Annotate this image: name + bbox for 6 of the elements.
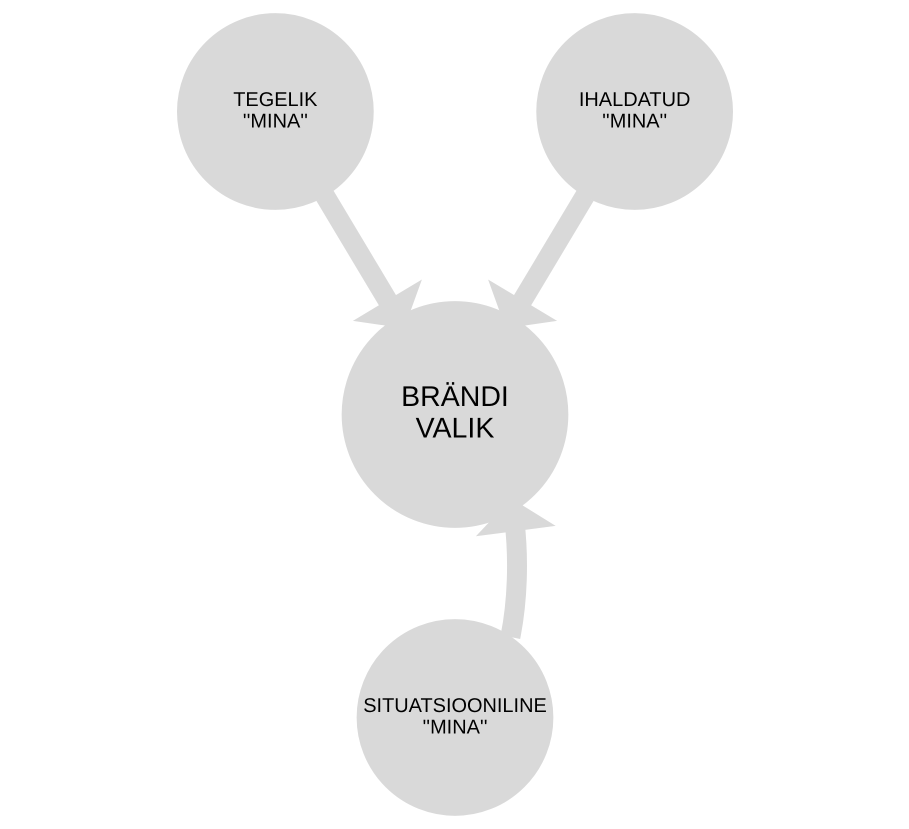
arrow xyxy=(316,190,422,328)
node-circle: IHALDATUD ''MINA'' xyxy=(536,13,732,210)
node-circle: SITUATSIOONILINE ''MINA'' xyxy=(356,619,553,816)
node-circle: BRÄNDI VALIK xyxy=(341,301,568,528)
arrow xyxy=(488,190,594,328)
node-circle: TEGELIK ''MINA'' xyxy=(176,13,374,210)
